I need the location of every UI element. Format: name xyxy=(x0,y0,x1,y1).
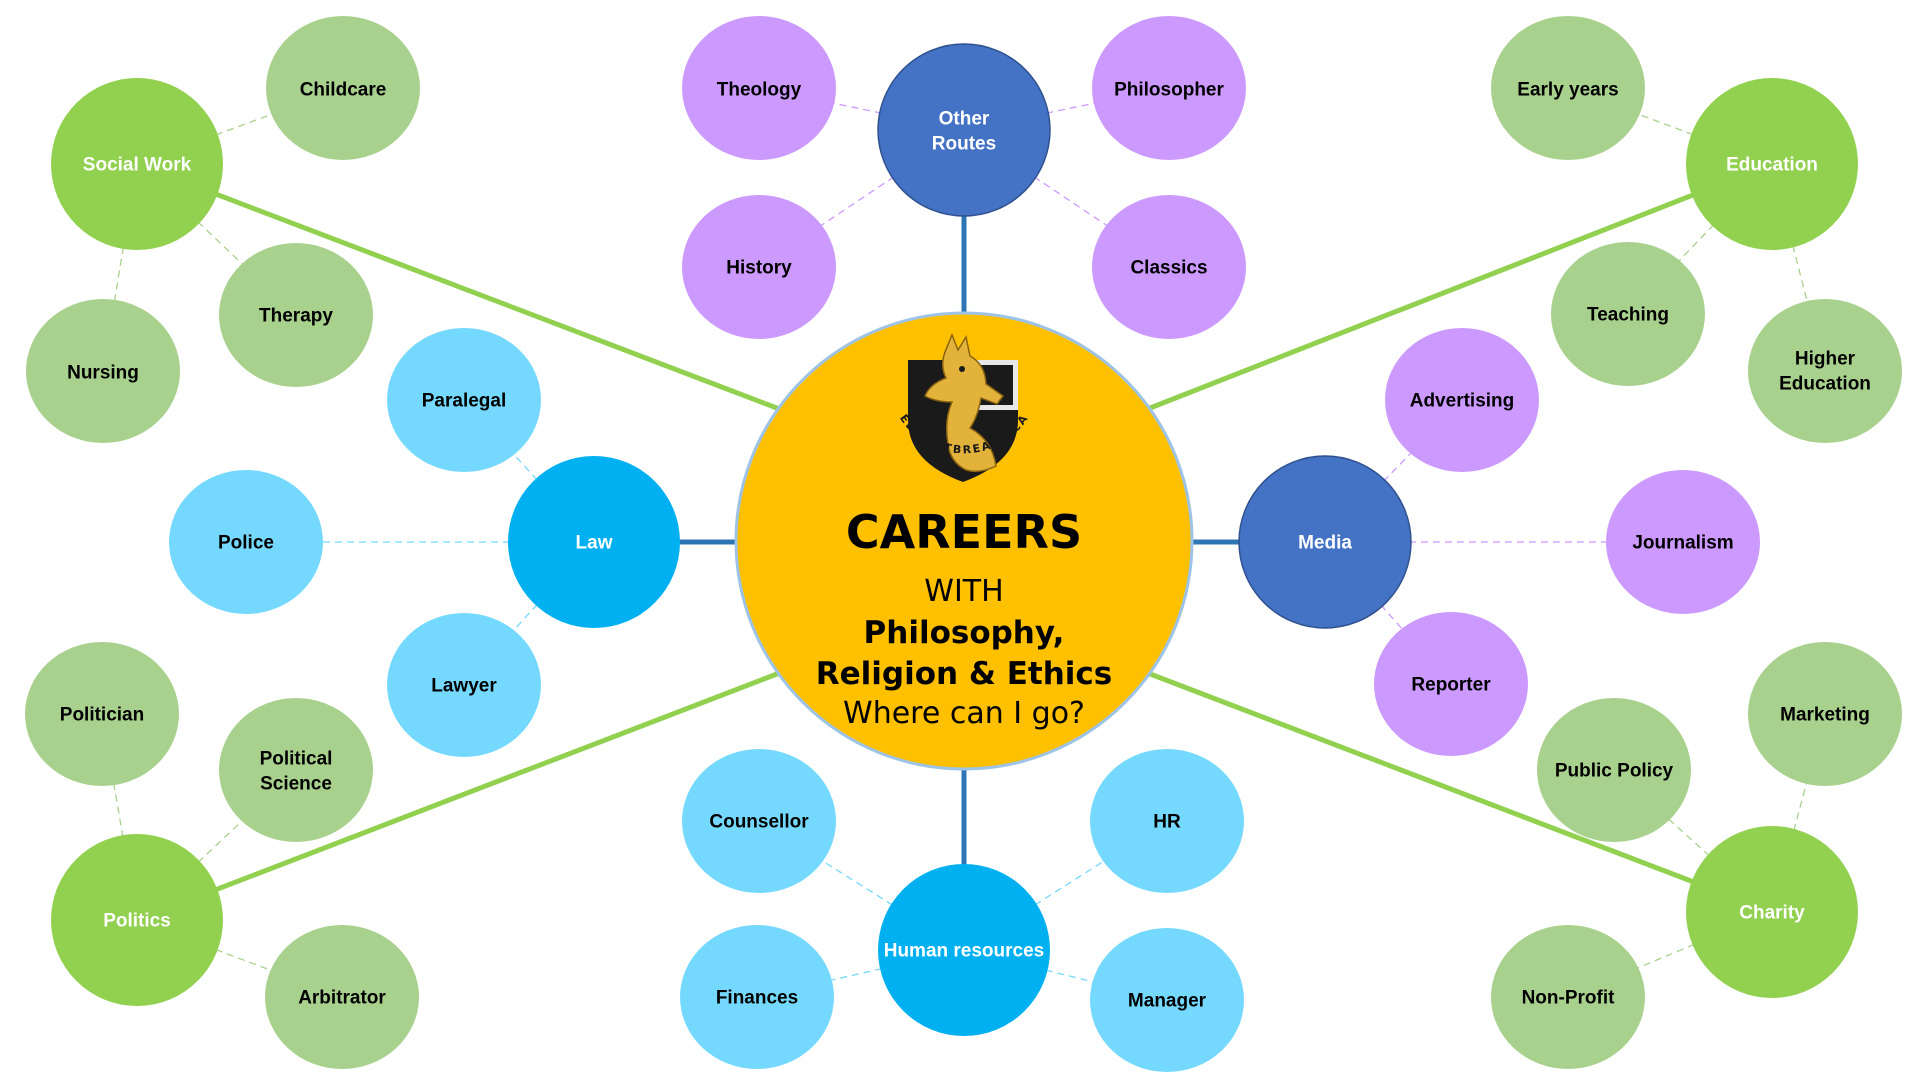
leaf-counsellor-label: Counsellor xyxy=(709,812,809,833)
leaf-childcare-label: Childcare xyxy=(300,80,387,101)
hub-other-routes-label-line2: Routes xyxy=(932,134,996,155)
leaf-police: Police xyxy=(169,470,323,614)
center-with: WITH xyxy=(924,574,1003,609)
leaf-history-label: History xyxy=(726,258,792,279)
leaf-childcare: Childcare xyxy=(266,16,420,160)
connector-politics xyxy=(136,669,783,923)
leaf-reporter-label: Reporter xyxy=(1411,675,1491,696)
leaf-philosopher-label: Philosopher xyxy=(1114,80,1224,101)
leaf-non-profit-label: Non-Profit xyxy=(1522,988,1616,1009)
leaf-journalism-label: Journalism xyxy=(1632,533,1733,554)
center-title: CAREERS xyxy=(846,505,1082,559)
leaf-finances: Finances xyxy=(680,925,834,1069)
hub-other-routes-label-line1: Other xyxy=(939,109,990,130)
hub-education: Education xyxy=(1686,78,1858,250)
leaf-arbitrator: Arbitrator xyxy=(265,925,419,1069)
hub-politics: Politics xyxy=(51,834,223,1006)
hub-charity-label: Charity xyxy=(1739,903,1805,924)
hub-politics-label: Politics xyxy=(103,911,171,932)
leaf-paralegal: Paralegal xyxy=(387,328,541,472)
connector-education xyxy=(1144,161,1773,413)
leaf-classics: Classics xyxy=(1092,195,1246,339)
leaf-finances-label: Finances xyxy=(716,988,798,1009)
center-question: Where can I go? xyxy=(843,696,1085,731)
leaf-arbitrator-label: Arbitrator xyxy=(298,988,386,1009)
hub-human-resources-label: Human resources xyxy=(884,941,1045,962)
leaf-history: History xyxy=(682,195,836,339)
connector-social-work xyxy=(136,161,783,413)
crest-animal-icon xyxy=(924,333,1005,473)
leaf-political-science-label-line1: Political xyxy=(260,749,333,770)
hub-law-label: Law xyxy=(576,533,613,554)
leaf-public-policy-label: Public Policy xyxy=(1555,761,1674,782)
hub-media-label: Media xyxy=(1298,533,1352,554)
leaf-theology: Theology xyxy=(682,16,836,160)
leaf-politician: Politician xyxy=(25,642,179,786)
leaf-advertising: Advertising xyxy=(1385,328,1539,472)
leaf-teaching-label: Teaching xyxy=(1587,305,1669,326)
dash-advertising xyxy=(1324,399,1463,543)
leaf-marketing-label: Marketing xyxy=(1780,705,1870,726)
leaf-therapy-label: Therapy xyxy=(259,306,333,327)
leaf-philosopher: Philosopher xyxy=(1092,16,1246,160)
leaf-early-years: Early years xyxy=(1491,16,1645,160)
leaf-lawyer-label: Lawyer xyxy=(431,676,497,697)
connector-charity xyxy=(1144,669,1773,915)
center-subject-line2: Religion & Ethics xyxy=(816,656,1112,692)
hub-law: Law xyxy=(508,456,680,628)
leaf-political-science-label-line2: Science xyxy=(260,774,332,795)
crest-animal-eye xyxy=(959,366,965,372)
leaf-therapy: Therapy xyxy=(219,243,373,387)
leaf-nursing: Nursing xyxy=(26,299,180,443)
leaf-manager: Manager xyxy=(1090,928,1244,1072)
leaf-politician-label: Politician xyxy=(60,705,144,726)
leaf-reporter: Reporter xyxy=(1374,612,1528,756)
leaf-hr: HR xyxy=(1090,749,1244,893)
hub-social-work: Social Work xyxy=(51,78,223,250)
hub-education-label: Education xyxy=(1726,155,1818,176)
leaf-political-science: Political Science xyxy=(219,698,373,842)
leaf-police-label: Police xyxy=(218,533,274,554)
leaf-teaching: Teaching xyxy=(1551,242,1705,386)
leaf-higher-education-label-line2: Education xyxy=(1779,374,1871,395)
leaf-public-policy: Public Policy xyxy=(1537,698,1691,842)
leaf-paralegal-label: Paralegal xyxy=(422,391,507,412)
leaf-early-years-label: Early years xyxy=(1517,80,1618,101)
leaf-manager-label: Manager xyxy=(1128,991,1207,1012)
hub-other-routes: Other Routes xyxy=(877,43,1051,217)
leaf-nursing-label: Nursing xyxy=(67,363,139,384)
leaf-counsellor: Counsellor xyxy=(682,749,836,893)
leaf-theology-label: Theology xyxy=(717,80,802,101)
leaf-non-profit: Non-Profit xyxy=(1491,925,1645,1069)
hub-social-work-label: Social Work xyxy=(83,155,192,176)
hub-media: Media xyxy=(1238,455,1412,629)
leaf-journalism: Journalism xyxy=(1606,470,1760,614)
leaf-advertising-label: Advertising xyxy=(1410,391,1515,412)
hub-nodes: Social Work Other Routes Education Law M… xyxy=(51,43,1858,1036)
leaf-nodes: Childcare Therapy Nursing Theology Histo… xyxy=(25,16,1902,1072)
hub-charity: Charity xyxy=(1686,826,1858,998)
leaf-hr-label: HR xyxy=(1153,812,1181,833)
hub-human-resources: Human resources xyxy=(878,864,1050,1036)
center-subject-line1: Philosophy, xyxy=(864,615,1065,651)
leaf-classics-label: Classics xyxy=(1130,258,1207,279)
leaf-marketing: Marketing xyxy=(1748,642,1902,786)
leaf-higher-education-label-line1: Higher xyxy=(1795,349,1856,370)
leaf-lawyer: Lawyer xyxy=(387,613,541,757)
leaf-higher-education: Higher Education xyxy=(1748,299,1902,443)
